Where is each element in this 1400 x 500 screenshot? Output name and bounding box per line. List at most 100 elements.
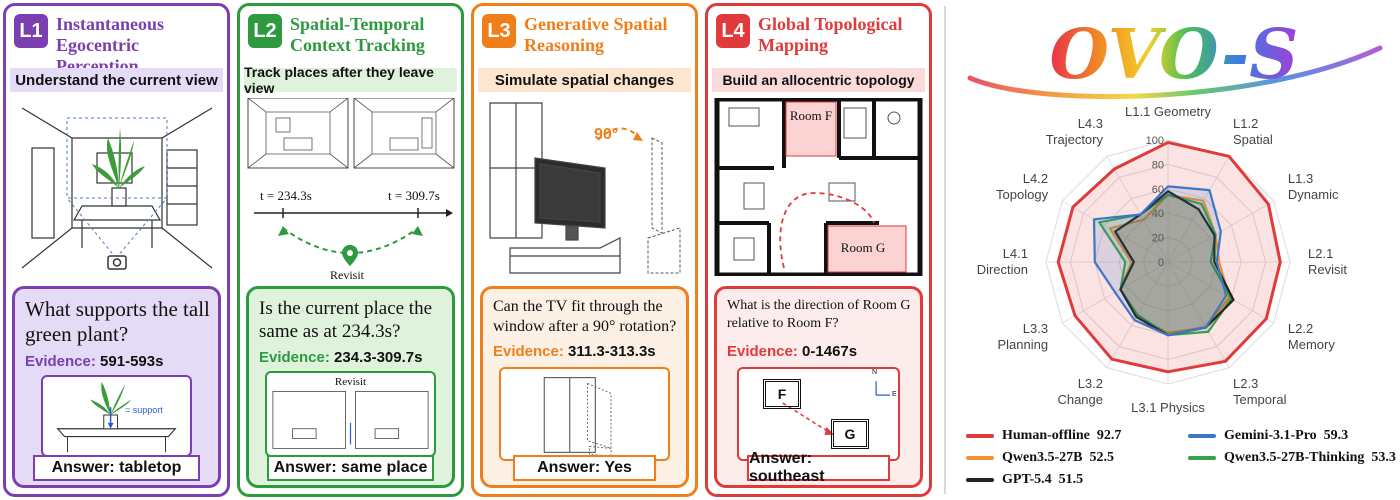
- radar-axis-spoke: [1106, 156, 1169, 263]
- legend-entry: GPT-5.4 51.5: [966, 472, 1083, 488]
- legend-swatch: [1188, 434, 1216, 438]
- direction-diagram-frame: F G N E: [737, 367, 900, 461]
- revisit-image-frame: Revisit: [265, 371, 436, 457]
- level-3-badge: L3: [482, 14, 516, 48]
- level-4-question-box: What is the direction of Room G relative…: [714, 286, 923, 488]
- timeline-start-label: t = 234.3s: [260, 188, 312, 203]
- level-3-question-box: Can the TV fit through the window after …: [480, 286, 689, 488]
- revisit-image-label: Revisit: [334, 376, 367, 388]
- level-2-title: Spatial-Temporal Context Tracking: [290, 14, 425, 55]
- radar-tick-label: 60: [1152, 184, 1164, 196]
- legend-label: Qwen3.5-27B 52.5: [1002, 450, 1114, 465]
- radar-axis-label: L3.3: [1023, 321, 1048, 336]
- level-1-evidence: Evidence: 591-593s: [25, 353, 163, 370]
- radar-axis-label: L2.3: [1233, 376, 1258, 391]
- radar-axis-label: L3.1 Physics: [1131, 400, 1205, 415]
- level-4-evidence: Evidence: 0-1467s: [727, 343, 857, 360]
- support-label: = support: [125, 405, 163, 415]
- level-3-title: Generative Spatial Reasoning: [524, 14, 668, 55]
- radar-tick-label: 0: [1158, 257, 1164, 269]
- level-3-header: L3 Generative Spatial Reasoning: [482, 14, 694, 56]
- level-4-header: L4 Global Topological Mapping: [716, 14, 928, 56]
- level-4-subtitle: Build an allocentric topology: [712, 68, 925, 92]
- legend-label: Qwen3.5-27B-Thinking 53.3: [1224, 450, 1396, 465]
- floor-plan-illustration: [714, 98, 923, 276]
- radar-axis-spoke: [1167, 261, 1274, 324]
- radar-axis-label: L4.2: [1023, 171, 1048, 186]
- level-3-evidence: Evidence: 311.3-313.3s: [493, 343, 656, 360]
- level-2-badge: L2: [248, 14, 282, 48]
- support-image-frame: = support: [41, 375, 192, 457]
- compass-east: E: [892, 391, 897, 398]
- plant-on-table-image: [56, 381, 177, 453]
- radar-axis-label: Direction: [977, 262, 1028, 277]
- level-4-question: What is the direction of Room G relative…: [727, 298, 911, 331]
- legend-entry: Qwen3.5-27B 52.5: [966, 450, 1114, 466]
- level-1-question: What supports the tall green plant?: [25, 297, 210, 346]
- legend-label: GPT-5.4 51.5: [1002, 472, 1084, 487]
- room-f-label: Room F: [789, 108, 833, 123]
- level-2-question-box: Is the current place the same as at 234.…: [246, 286, 455, 488]
- radar-axis-label: Trajectory: [1046, 132, 1104, 147]
- radar-axis-label: Spatial: [1233, 132, 1273, 147]
- evidence-value: 591-593s: [100, 353, 164, 370]
- radar-axis-label: Dynamic: [1288, 187, 1339, 202]
- tv-window-image-frame: [499, 367, 670, 461]
- evidence-label: Evidence:: [259, 349, 330, 366]
- radar-axis-label: L4.3: [1078, 116, 1103, 131]
- evidence-label: Evidence:: [493, 343, 564, 360]
- level-4-title: Global Topological Mapping: [758, 14, 903, 55]
- room-g-label: Room G: [840, 240, 886, 255]
- level-2-panel: L2 Spatial-Temporal Context Tracking Tra…: [237, 3, 464, 497]
- radar-axis-label: L1.3: [1288, 171, 1313, 186]
- legend-swatch: [966, 456, 994, 460]
- compass-north: N: [872, 369, 878, 376]
- level-2-evidence: Evidence: 234.3-309.7s: [259, 349, 422, 366]
- level-3-subtitle: Simulate spatial changes: [478, 68, 691, 92]
- radar-axis-label: Memory: [1288, 337, 1335, 352]
- radar-axis-spoke: [1167, 261, 1230, 368]
- level-1-panel: L1 Instantaneous Egocentric Perception U…: [3, 3, 230, 497]
- radar-axis-label: L1.1 Geometry: [1125, 104, 1211, 119]
- evidence-value: 0-1467s: [802, 343, 858, 360]
- legend-swatch: [1188, 456, 1216, 460]
- radar-axis-label: Temporal: [1233, 392, 1287, 407]
- level-2-answer: Answer: same place: [267, 455, 434, 481]
- legend-label: Human-offline 92.7: [1002, 428, 1122, 443]
- legend-entry: Human-offline 92.7: [966, 428, 1121, 444]
- radar-axis-label: Revisit: [1308, 262, 1347, 277]
- radar-tick-label: 100: [1146, 135, 1164, 147]
- radar-series-human-offline: [1056, 140, 1282, 374]
- legend-entry: Gemini-3.1-Pro 59.3: [1188, 428, 1348, 444]
- room-perception-illustration: [21, 107, 213, 270]
- radar-axis-label: L2.2: [1288, 321, 1313, 336]
- radar-axis-label: L3.2: [1078, 376, 1103, 391]
- radar-tick-label: 40: [1152, 208, 1164, 220]
- level-4-badge: L4: [716, 14, 750, 48]
- tv-window-image: [543, 377, 612, 457]
- evidence-value: 234.3-309.7s: [334, 349, 423, 366]
- legend-swatch: [966, 478, 994, 482]
- ovo-s-logo: OVO-S: [967, 15, 1383, 99]
- evidence-label: Evidence:: [25, 353, 96, 370]
- box-g: G: [831, 419, 869, 449]
- level-1-question-box: What supports the tall green plant? Evid…: [12, 286, 221, 488]
- legend-swatch: [966, 434, 994, 438]
- tv-rotation-illustration: [489, 102, 681, 274]
- timeline-end-label: t = 309.7s: [388, 188, 440, 203]
- level-1-subtitle: Understand the current view: [10, 68, 223, 92]
- rotation-angle-label: 90°: [594, 126, 619, 143]
- radar-axis-label: Planning: [997, 337, 1048, 352]
- revisit-image: [272, 391, 429, 449]
- logo-text: OVO-S: [1050, 15, 1299, 95]
- revisit-label: Revisit: [330, 268, 365, 282]
- level-1-header: L1 Instantaneous Egocentric Perception: [14, 14, 226, 77]
- level-4-panel: L4 Global Topological Mapping Build an a…: [705, 3, 932, 497]
- timeline-illustration: [247, 98, 455, 266]
- level-3-question: Can the TV fit through the window after …: [493, 298, 677, 335]
- legend-label: Gemini-3.1-Pro 59.3: [1224, 428, 1349, 443]
- level-4-answer: Answer: southeast: [747, 450, 890, 485]
- level-3-panel: L3 Generative Spatial Reasoning Simulate…: [471, 3, 698, 497]
- level-2-subtitle: Track places after they leave view: [244, 64, 457, 96]
